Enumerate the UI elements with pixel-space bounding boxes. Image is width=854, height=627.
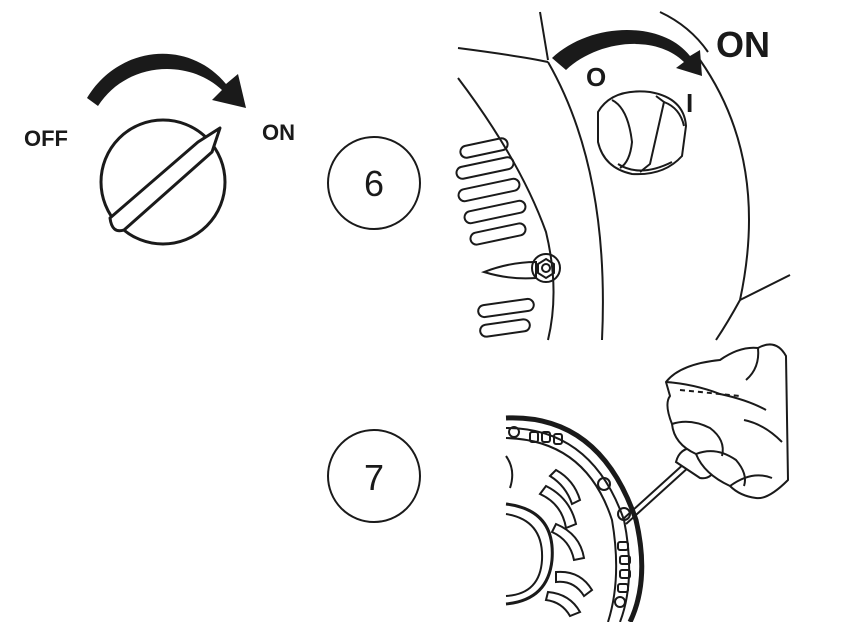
rotor-vanes (538, 468, 594, 618)
on-label: ON (262, 120, 295, 145)
switch-on-symbol: I (686, 88, 693, 118)
step-7-number: 7 (364, 457, 384, 498)
screw-icon (531, 253, 561, 283)
knob-diagram: OFF ON (24, 53, 295, 246)
knob-icon (99, 118, 227, 246)
rim-slots (529, 431, 631, 593)
rotor-disc-illustration (505, 415, 718, 624)
step-6-on-label: ON (716, 24, 770, 65)
switch-off-symbol: O (586, 62, 606, 92)
off-label: OFF (24, 126, 68, 151)
step-6-rotation-arrow-icon (552, 29, 702, 76)
switch-housing-illustration (455, 11, 791, 341)
hand-illustration (665, 343, 789, 500)
vent-slots (455, 137, 535, 338)
step-6-badge: 6 (327, 136, 421, 230)
step-6-number: 6 (364, 163, 384, 204)
step-7-badge: 7 (327, 429, 421, 523)
rotation-arrow-icon (87, 53, 246, 108)
switch-knob-icon (597, 90, 688, 176)
